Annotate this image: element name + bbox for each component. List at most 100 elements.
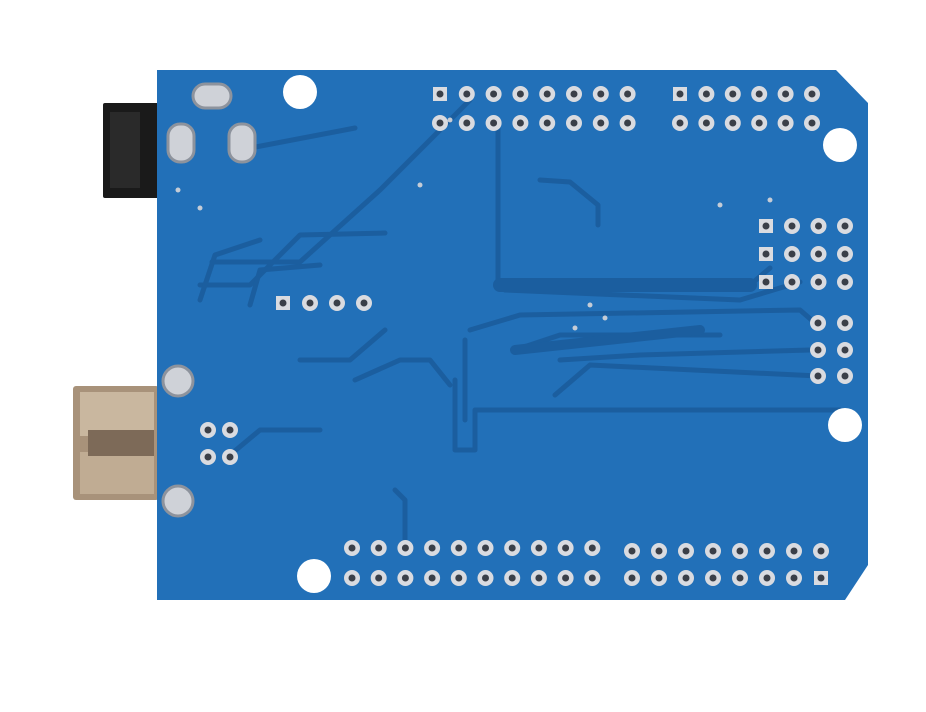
pin-hole [624, 90, 632, 98]
pin-hole [360, 299, 368, 307]
pin-hole [508, 574, 516, 582]
pin-hole [676, 119, 684, 127]
via [447, 117, 453, 123]
pin-hole [817, 547, 825, 555]
pin-hole [597, 90, 605, 98]
via [767, 197, 773, 203]
pin-hole [490, 119, 498, 127]
pin-hole [790, 574, 798, 582]
via [587, 302, 593, 308]
pin-hole [729, 90, 737, 98]
trace [297, 327, 388, 363]
pin-hole [788, 222, 796, 230]
trace [392, 487, 408, 548]
solder-pad [166, 122, 196, 164]
pin-hole [279, 299, 287, 307]
pin-hole [204, 426, 212, 434]
pin-hole [841, 278, 849, 286]
via [602, 315, 608, 321]
mounting-hole [283, 75, 317, 109]
pin-hole [516, 90, 524, 98]
pin-hole [782, 90, 790, 98]
pin-hole [655, 574, 663, 582]
pin-hole [226, 426, 234, 434]
pin-hole [655, 547, 663, 555]
pin-hole [814, 372, 822, 380]
pin-hole [815, 250, 822, 258]
pin-hole [762, 278, 770, 286]
trace [502, 279, 803, 303]
pin-hole [808, 90, 816, 98]
pin-hole [682, 574, 690, 582]
pin-hole [755, 119, 763, 127]
solder-pad [227, 122, 257, 164]
pin-hole [436, 90, 444, 98]
pin-hole [841, 222, 849, 230]
pin-hole [516, 119, 524, 127]
wide-trace [510, 325, 705, 355]
pin-hole [755, 90, 763, 98]
trace [452, 377, 843, 453]
pin-hole [709, 574, 717, 582]
pin-hole [814, 319, 822, 327]
large-pad [161, 484, 195, 518]
trace [352, 357, 453, 388]
mounting-hole [297, 559, 331, 593]
pin-hole [762, 250, 770, 258]
pin-hole [841, 319, 849, 327]
pin-hole [808, 119, 816, 127]
pin-hole [815, 278, 822, 286]
large-pad [161, 364, 195, 398]
pin-hole [763, 574, 771, 582]
pin-hole [702, 119, 710, 127]
pin-hole [428, 574, 436, 582]
pin-hole [428, 544, 436, 552]
pin-hole [348, 574, 356, 582]
pin-hole [375, 574, 383, 582]
pin-hole [815, 222, 822, 230]
pcb-board [157, 70, 868, 600]
pin-hole [624, 119, 632, 127]
pin-hole [562, 574, 570, 582]
via [572, 325, 578, 331]
pin-hole [729, 119, 737, 127]
pin-hole [226, 453, 234, 461]
trace [227, 427, 323, 458]
pin-hole [455, 544, 463, 552]
pin-hole [841, 346, 849, 354]
pin-hole [401, 544, 409, 552]
pin-hole [817, 574, 825, 582]
pin-hole [490, 90, 498, 98]
pin-hole [508, 544, 516, 552]
pin-hole [736, 574, 744, 582]
pin-hole [782, 119, 790, 127]
pin-hole [709, 547, 717, 555]
pin-hole [628, 547, 636, 555]
pin-hole [482, 544, 489, 552]
pin-hole [306, 299, 314, 307]
pin-hole [762, 222, 770, 230]
trace [537, 177, 601, 228]
pads [161, 75, 862, 593]
pin-hole [543, 119, 551, 127]
pin-hole [535, 544, 543, 552]
pin-hole [204, 453, 212, 461]
pin-hole [841, 372, 849, 380]
pin-hole [463, 90, 471, 98]
pin-hole [562, 544, 570, 552]
trace [557, 347, 813, 363]
trace [237, 125, 358, 153]
pin-hole [333, 299, 341, 307]
pin-hole [702, 90, 710, 98]
pin-hole [348, 544, 356, 552]
pin-hole [736, 547, 744, 555]
pin-hole [463, 119, 471, 127]
pin-hole [788, 278, 796, 286]
trace [552, 362, 821, 398]
pin-hole [570, 90, 578, 98]
pin-hole [814, 346, 822, 354]
pin-hole [628, 574, 636, 582]
pin-hole [790, 547, 798, 555]
pin-hole [375, 544, 383, 552]
